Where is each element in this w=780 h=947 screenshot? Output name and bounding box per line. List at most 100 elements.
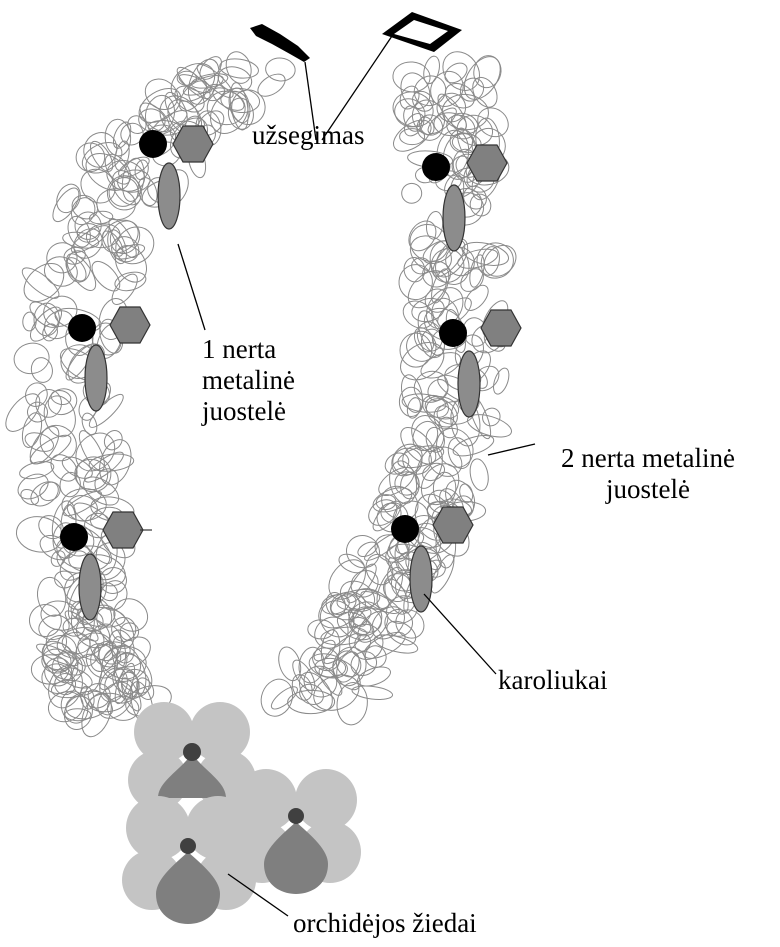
knit-loop: [66, 253, 97, 291]
knit-loop: [469, 458, 489, 491]
bead-group-left-1: [139, 125, 214, 230]
hexagon-bead-icon: [432, 506, 474, 544]
bead-group-left-2: [68, 306, 151, 412]
black-round-bead-icon: [439, 319, 467, 347]
knit-loop: [433, 405, 455, 430]
hexagon-bead-icon: [109, 306, 151, 344]
knit-loop: [409, 235, 452, 273]
knit-loop: [111, 273, 138, 305]
knit-loop: [413, 370, 449, 403]
knit-loop: [81, 412, 98, 436]
knit-loop: [493, 367, 510, 395]
knit-loop: [85, 643, 119, 679]
knit-loop: [411, 297, 445, 323]
knit-loop: [29, 426, 60, 465]
knit-loop: [312, 647, 340, 672]
knit-loop: [308, 653, 348, 679]
knit-loop: [217, 66, 253, 93]
knit-loop: [64, 610, 99, 642]
knit-loop: [427, 107, 457, 135]
knit-loop: [427, 379, 449, 402]
knit-loop: [386, 620, 417, 646]
knit-loop: [401, 374, 423, 413]
knit-loop: [391, 443, 423, 477]
knit-loop: [330, 594, 357, 616]
knit-loop: [373, 634, 419, 654]
knit-loop: [120, 122, 144, 146]
knit-loop: [33, 302, 60, 337]
hexagon-bead-icon: [102, 511, 144, 549]
knit-loop: [477, 107, 509, 138]
knit-loop: [97, 681, 134, 719]
knit-loop: [447, 437, 472, 469]
knit-loop: [408, 220, 437, 252]
knit-loop: [444, 62, 468, 84]
knit-loop: [357, 666, 391, 687]
knit-loop: [206, 90, 246, 126]
knit-loop: [42, 323, 58, 342]
knit-loop: [476, 242, 514, 279]
knit-loop: [225, 51, 252, 84]
knit-loop: [432, 240, 466, 277]
knit-loop: [431, 268, 450, 304]
knit-loop: [436, 92, 467, 123]
knit-loop: [469, 193, 492, 217]
knit-loop: [260, 678, 294, 717]
knit-loop: [229, 82, 249, 131]
knit-loop: [406, 330, 437, 362]
knit-loop: [480, 246, 500, 276]
knit-loop: [346, 563, 377, 604]
oval-bead-icon: [157, 162, 181, 230]
knit-loop: [332, 659, 361, 691]
knit-loop: [227, 97, 254, 130]
knit-loop: [412, 420, 439, 452]
oval-bead-icon: [84, 344, 108, 412]
knit-loop: [424, 288, 450, 313]
bead-group-right-2: [439, 309, 522, 418]
knit-loop: [66, 495, 98, 522]
knit-loop: [111, 170, 142, 206]
clasp-label: užsegimas: [252, 120, 365, 150]
knit-loop: [461, 241, 510, 266]
knit-loop: [138, 88, 182, 123]
knit-loop: [75, 142, 106, 173]
knit-loop: [257, 73, 286, 97]
bead-group-right-3: [391, 506, 474, 613]
knit-loop: [103, 430, 123, 451]
knit-loop: [30, 481, 59, 507]
knit-loop: [48, 665, 83, 709]
knit-loop: [459, 483, 474, 503]
knit-loop: [83, 132, 118, 168]
knit-loop: [381, 485, 419, 521]
knit-loop: [318, 667, 343, 696]
knit-loop: [63, 695, 93, 730]
knit-loop: [88, 692, 126, 713]
black-round-bead-icon: [391, 515, 419, 543]
knit-loop: [39, 424, 77, 462]
knit-loop: [363, 631, 406, 659]
knit-loop: [52, 187, 80, 223]
knit-loop: [114, 245, 148, 283]
knit-loop: [15, 516, 64, 553]
band-1-label: 1 nerta metalinė juostelė: [202, 334, 295, 426]
knit-loop: [27, 401, 48, 423]
clasp-bar-icon: [250, 24, 310, 62]
knit-loop: [368, 499, 398, 526]
hexagon-bead-icon: [466, 144, 508, 182]
knit-loop: [108, 177, 139, 207]
knit-loop: [71, 197, 96, 226]
knit-loop: [404, 113, 425, 137]
knit-loop: [400, 342, 445, 381]
knit-loop: [29, 434, 72, 465]
knit-loop: [400, 471, 420, 500]
knit-loop: [318, 592, 361, 629]
knit-loop: [392, 447, 423, 476]
leader-band-2: [487, 443, 536, 456]
knit-loop: [482, 407, 501, 427]
knit-loop: [87, 689, 114, 716]
knit-loop: [411, 257, 431, 275]
knit-loop: [25, 382, 48, 407]
knit-loop: [78, 606, 126, 628]
knit-loop: [50, 454, 78, 482]
